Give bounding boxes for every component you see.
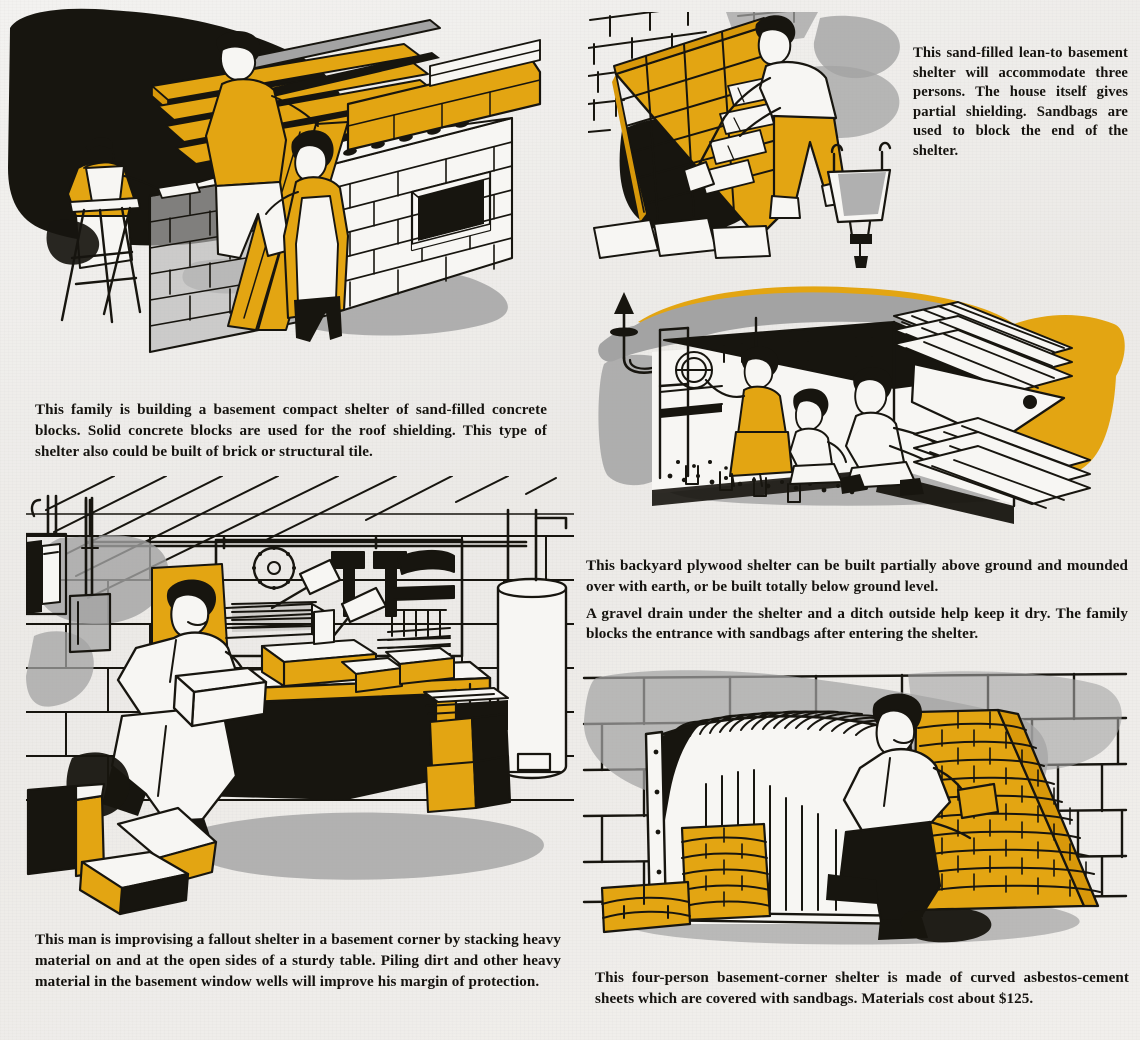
floor-boxes-left [26, 782, 218, 916]
plywood-shelter-drawing [598, 286, 1125, 524]
illustration-sand-filled-lean-to-shelter [588, 12, 900, 284]
illustration-asbestos-cement-corner-shelter [578, 656, 1132, 952]
caption-sand-filled-lean-to-shelter: This sand-filled lean-to basement shelte… [913, 45, 1128, 159]
sandbag-stack-upper [893, 301, 1073, 397]
sandbag-stack-left [600, 822, 772, 934]
caption-paragraph-2: A gravel drain under the shelter and a d… [586, 605, 1128, 643]
figure-man-stacking-sandbags [826, 693, 1000, 943]
wheelbarrow [826, 141, 892, 268]
figure-woman-seated [704, 346, 794, 487]
caption-basement-corner-table-shelter: This man is improvising a fallout shelte… [35, 932, 561, 990]
asbestos-cement-shelter-drawing [582, 670, 1128, 945]
carried-box [172, 666, 268, 728]
vent-pipe [610, 292, 654, 374]
caption-backyard-plywood-shelter: This backyard plywood shelter can be bui… [586, 556, 1128, 645]
basement-workshop-drawing [26, 476, 574, 916]
junction-box [68, 496, 112, 654]
illustration-basement-corner-table-shelter [26, 476, 574, 916]
mortar-bucket-and-sawhorse [46, 161, 142, 324]
pegboard [214, 538, 464, 658]
illustration-backyard-plywood-shelter [594, 286, 1128, 538]
sandbag-stack-right [912, 708, 1101, 912]
caption-asbestos-cement-corner-shelter: This four-person basement-corner shelter… [595, 970, 1129, 1007]
caption-paragraph-1: This backyard plywood shelter can be bui… [586, 558, 1128, 595]
workbench [150, 603, 492, 804]
electrical-panel [26, 494, 68, 616]
figure-mason-right [204, 31, 319, 260]
figure-boy-seated [789, 388, 848, 485]
concrete-block-shelter-drawing [8, 8, 542, 354]
figure-man-shoveling [683, 15, 853, 219]
water-heater [496, 508, 568, 780]
figure-woman-center [265, 130, 350, 342]
sandbag-stack-lower [913, 417, 1091, 509]
caption-concrete-block-basement-shelter: This family is building a basement compa… [35, 402, 547, 460]
illustration-concrete-block-basement-shelter [0, 0, 566, 390]
stacked-boxes-right [423, 687, 512, 814]
lean-to-shelter-drawing [588, 12, 900, 268]
